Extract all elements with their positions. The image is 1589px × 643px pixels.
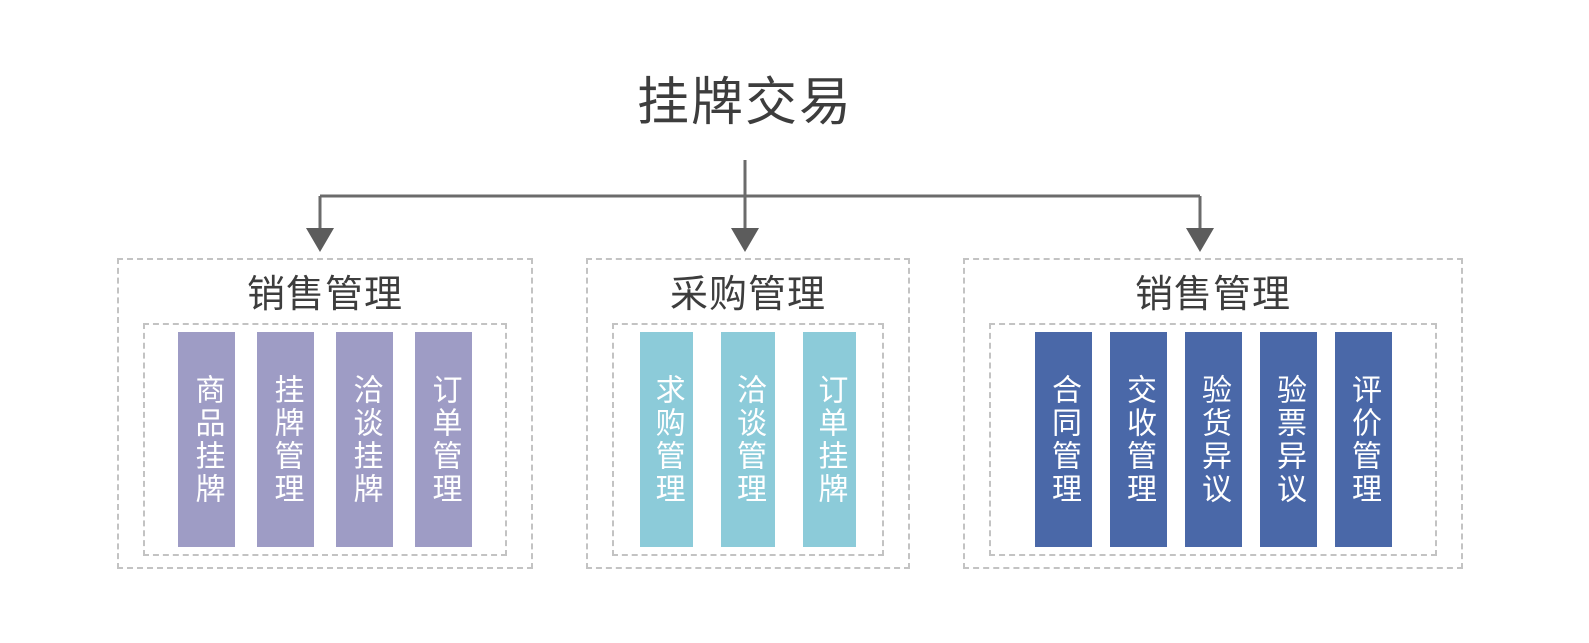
item-label-3-4: 验票异议: [1271, 373, 1306, 506]
group-title-1: 销售管理: [246, 272, 403, 316]
arrowhead-group-3: [1186, 228, 1214, 252]
item-card-3-2[interactable]: 交收管理: [1109, 332, 1167, 547]
item-card-1-4[interactable]: 订单管理: [415, 332, 472, 547]
item-label-1-3: 洽谈挂牌: [347, 373, 383, 506]
arrowhead-group-1: [306, 228, 334, 252]
arrowhead-group-2: [731, 228, 759, 252]
item-label-1-2: 挂牌管理: [268, 373, 304, 506]
items-container-3: 合同管理 交收管理 验货异议 验票异议 评价管理: [989, 323, 1437, 556]
item-label-2-1: 求购管理: [649, 373, 685, 506]
item-label-3-3: 验货异议: [1196, 373, 1231, 506]
item-card-2-1[interactable]: 求购管理: [640, 332, 694, 547]
item-label-1-4: 订单管理: [426, 373, 462, 506]
item-card-1-1[interactable]: 商品挂牌: [178, 332, 235, 547]
items-container-2: 求购管理 洽谈管理 订单挂牌: [612, 323, 884, 556]
item-card-3-3[interactable]: 验货异议: [1184, 332, 1242, 547]
group-sales-management-2: 销售管理 合同管理 交收管理 验货异议 验票异议 评价管理: [963, 258, 1463, 569]
item-label-3-1: 合同管理: [1046, 373, 1081, 506]
group-title-3: 销售管理: [1134, 272, 1291, 316]
item-card-3-1[interactable]: 合同管理: [1034, 332, 1092, 547]
item-label-2-2: 洽谈管理: [730, 373, 766, 506]
item-card-3-5[interactable]: 评价管理: [1334, 332, 1392, 547]
items-container-1: 商品挂牌 挂牌管理 洽谈挂牌 订单管理: [143, 323, 507, 556]
item-card-2-3[interactable]: 订单挂牌: [802, 332, 856, 547]
item-label-1-1: 商品挂牌: [189, 373, 225, 506]
item-card-1-2[interactable]: 挂牌管理: [257, 332, 314, 547]
item-label-3-5: 评价管理: [1346, 373, 1381, 506]
item-label-3-2: 交收管理: [1121, 373, 1156, 506]
item-card-2-2[interactable]: 洽谈管理: [721, 332, 775, 547]
page-title: 挂牌交易: [636, 73, 853, 133]
group-sales-management-1: 销售管理 商品挂牌 挂牌管理 洽谈挂牌 订单管理: [117, 258, 533, 569]
item-card-3-4[interactable]: 验票异议: [1259, 332, 1317, 547]
group-row: 销售管理 商品挂牌 挂牌管理 洽谈挂牌 订单管理 采购管理: [117, 258, 1465, 569]
group-title-2: 采购管理: [669, 272, 826, 316]
group-purchase-management: 采购管理 求购管理 洽谈管理 订单挂牌: [586, 258, 910, 569]
item-label-2-3: 订单挂牌: [812, 373, 848, 506]
item-card-1-3[interactable]: 洽谈挂牌: [336, 332, 393, 547]
